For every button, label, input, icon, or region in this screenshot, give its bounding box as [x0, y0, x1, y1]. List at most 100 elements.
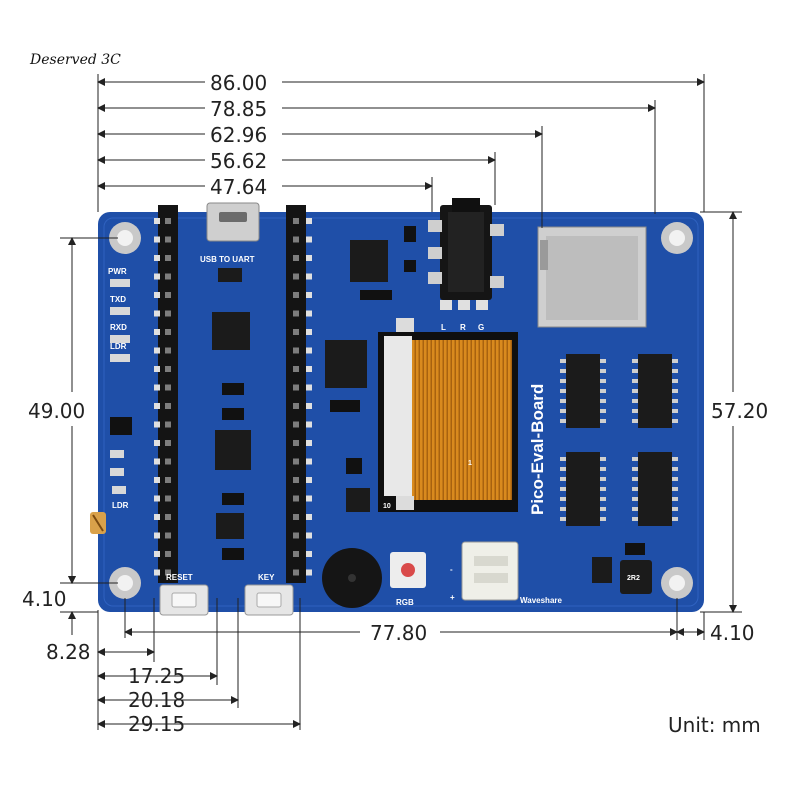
ldr-led-label: LDR: [110, 342, 127, 351]
chip-leg: [600, 487, 606, 491]
header-pin: [165, 421, 171, 428]
chip-leg: [672, 487, 678, 491]
chip-leg: [632, 467, 638, 471]
header-pin: [293, 458, 299, 465]
header-pad: [306, 218, 312, 224]
rgb-led: [390, 552, 426, 588]
header-pin: [293, 236, 299, 243]
header-pad: [154, 477, 160, 483]
header-pin: [165, 292, 171, 298]
header-pad: [154, 514, 160, 520]
header-pin: [293, 532, 299, 539]
header-pad: [306, 329, 312, 335]
header-pin: [165, 236, 171, 243]
power-connector: [461, 541, 519, 601]
header-pad: [306, 403, 312, 409]
header-pad: [154, 255, 160, 261]
dim-77-text: 77.80: [370, 621, 427, 645]
header-pin: [165, 458, 171, 465]
chip-leg: [672, 517, 678, 521]
dim-left-49: 49.00: [28, 237, 85, 584]
chip-leg: [672, 477, 678, 481]
chip-leg: [560, 399, 566, 403]
chip-leg: [672, 389, 678, 393]
dim-57-text: 57.20: [711, 399, 768, 423]
header-pad: [306, 366, 312, 372]
chip-leg: [560, 457, 566, 461]
header-pin: [293, 514, 299, 520]
dim-bottom-77: 77.80: [124, 621, 678, 645]
pwr-label: PWR: [108, 267, 127, 276]
chip-leg: [600, 369, 606, 373]
dim-bottom-8: 8.28: [46, 640, 155, 664]
chip-leg: [632, 517, 638, 521]
header-pin: [293, 384, 299, 391]
header-pin: [165, 310, 171, 317]
header-pad: [154, 495, 160, 502]
header-pad: [306, 236, 312, 243]
chip-leg: [632, 497, 638, 501]
header-pin: [165, 569, 171, 576]
chip-leg: [632, 409, 638, 413]
header-pad: [306, 273, 312, 280]
header-pin: [293, 477, 299, 483]
header-pad: [306, 384, 312, 391]
dim-17-text: 17.25: [128, 664, 185, 688]
chip-leg: [600, 409, 606, 413]
sd-card-slot: [537, 226, 647, 328]
header-pins: [154, 218, 312, 576]
dim-20-text: 20.18: [128, 688, 185, 712]
fpc-pin-10-label: 10: [383, 503, 391, 510]
chip-leg: [600, 457, 606, 461]
chip-leg: [632, 507, 638, 511]
header-pin: [165, 403, 171, 409]
chip-leg: [600, 497, 606, 501]
dim-49-text: 49.00: [28, 399, 85, 423]
header-pad: [154, 329, 160, 335]
g-label: G: [478, 323, 484, 332]
reset-label: RESET: [166, 573, 193, 582]
chip-leg: [632, 369, 638, 373]
txd-label: TXD: [110, 295, 126, 304]
chip-leg: [560, 467, 566, 471]
chip-leg: [632, 419, 638, 423]
buzzer: [322, 548, 382, 608]
status-leds: [110, 279, 132, 494]
header-pin: [165, 384, 171, 391]
dimension-lines: [60, 74, 742, 730]
header-pin: [293, 310, 299, 317]
regulator: [592, 543, 645, 583]
header-pin: [165, 514, 171, 520]
chip-leg: [632, 379, 638, 383]
dim-78-text: 78.85: [210, 97, 267, 121]
header-pad: [306, 477, 312, 483]
dim-bottom-20: 20.18: [97, 688, 239, 712]
minus-label: -: [450, 565, 453, 574]
mounting-holes: [109, 222, 693, 599]
key-label: KEY: [258, 573, 275, 582]
header-pad: [154, 458, 160, 465]
header-pad: [154, 310, 160, 317]
header-pad: [306, 310, 312, 317]
header-pin: [165, 347, 171, 354]
pin-header-right: [286, 205, 306, 583]
chip-leg: [672, 497, 678, 501]
pcb-board: USB TO UART PWR TXD RXD LDR LDR RESET KE…: [90, 198, 704, 616]
header-pin: [165, 329, 171, 335]
chip-legs: [560, 359, 678, 521]
chip-leg: [632, 457, 638, 461]
header-pad: [306, 532, 312, 539]
header-pin: [293, 403, 299, 409]
chip-leg: [632, 389, 638, 393]
plus-label: +: [450, 593, 455, 602]
chip-leg: [632, 399, 638, 403]
chip-leg: [632, 359, 638, 363]
header-pad: [306, 292, 312, 298]
dim-29-text: 29.15: [128, 712, 185, 736]
dim-right-4: 4.10: [676, 621, 755, 645]
inductor: [620, 560, 652, 594]
chip-leg: [600, 467, 606, 471]
reset-button: [159, 584, 209, 616]
chip-leg: [560, 507, 566, 511]
rxd-label: RXD: [110, 323, 127, 332]
